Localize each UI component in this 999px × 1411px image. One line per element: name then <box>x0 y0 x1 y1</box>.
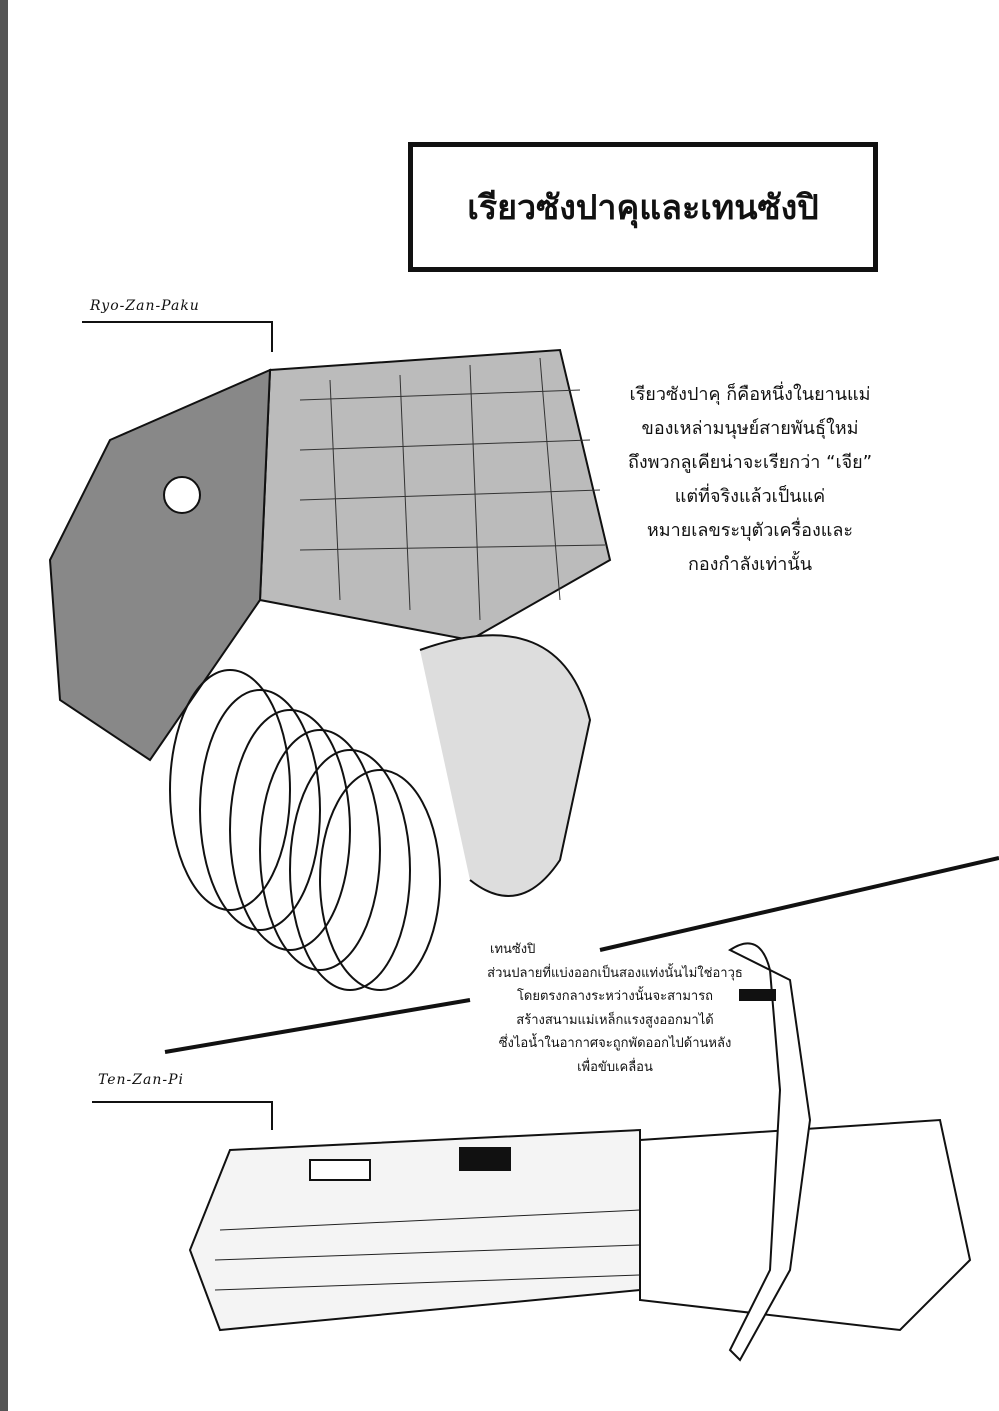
ryozanpaku-ship <box>48 348 612 991</box>
label-ryozanpaku: Ryo-Zan-Paku <box>90 298 200 314</box>
caption-tenzanpi: เทนซังปิ ส่วนปลายที่แบ่งออกเป็นสองแท่งนั… <box>450 938 780 1079</box>
page-edge <box>0 0 8 1411</box>
tenzanpi-ship <box>188 942 972 1362</box>
caption-line: ส่วนปลายที่แบ่งออกเป็นสองแท่งนั้นไม่ใช่อ… <box>487 965 743 981</box>
caption-line: กองกำลังเท่านั้น <box>687 554 813 575</box>
label-tenzanpi: Ten-Zan-Pi <box>98 1072 185 1088</box>
caption-line: สร้างสนามแม่เหล็กแรงสูงออกมาได้ <box>516 1012 714 1028</box>
leader-line-tenzanpi <box>92 1101 273 1130</box>
caption-line: ซึ่งไอน้ำในอากาศจะถูกพัดออกไปด้านหลัง <box>498 1036 732 1051</box>
leader-line-ryozanpaku <box>82 321 273 352</box>
caption-ryozanpaku: เรียวซังปาคุ ก็คือหนึ่งในยานแม่ ของเหล่า… <box>600 378 900 582</box>
caption-line: โดยตรงกลางระหว่างนั้นจะสามารถ <box>516 989 714 1004</box>
caption-line: แต่ที่จริงแล้วเป็นแค่ <box>674 486 826 507</box>
caption-line: เพื่อขับเคลื่อน <box>577 1059 653 1075</box>
panel-line <box>164 998 471 1054</box>
caption-heading: เทนซังปิ <box>490 942 536 957</box>
caption-line: หมายเลขระบุตัวเครื่องและ <box>646 520 854 541</box>
caption-line: เรียวซังปาคุ ก็คือหนึ่งในยานแม่ <box>629 384 871 405</box>
page-title: เรียวซังปาคุและเทนซังปิ <box>467 188 819 228</box>
caption-line: ของเหล่ามนุษย์สายพันธุ์ใหม่ <box>641 418 859 439</box>
panel-line <box>599 856 999 952</box>
caption-line: ถึงพวกลูเคียน่าจะเรียกว่า “เจีย” <box>627 452 873 473</box>
title-box: เรียวซังปาคุและเทนซังปิ <box>408 142 878 272</box>
